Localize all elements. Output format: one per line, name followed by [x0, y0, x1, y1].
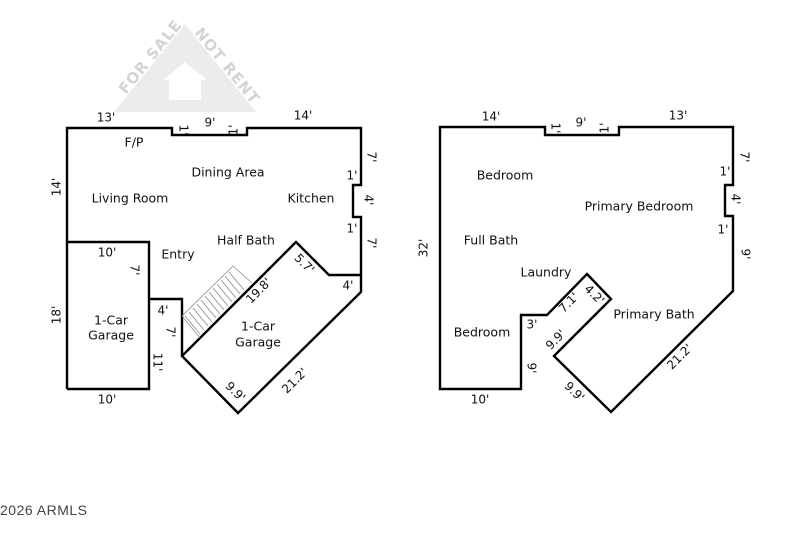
- dimension-label: 1': [718, 223, 729, 237]
- garage-2-label: 1-Car: [241, 319, 276, 334]
- dimension-label: 13': [97, 111, 116, 125]
- dimension-label: 14': [294, 109, 313, 123]
- dimension-label: 7': [128, 265, 142, 276]
- dimension-label: 10': [98, 393, 117, 407]
- kitchen-label: Kitchen: [288, 191, 335, 206]
- dimension-label: 9': [525, 363, 539, 374]
- dimension-label: 19.8': [243, 275, 274, 306]
- dimension-label: 7': [365, 238, 379, 249]
- dimension-label: 9.9': [543, 327, 569, 353]
- dimension-label: 1': [177, 125, 191, 136]
- dimension-label: 9.9': [561, 379, 587, 405]
- dimension-label: 1': [549, 123, 563, 134]
- dimension-label: 32': [417, 239, 431, 258]
- dining-area-label: Dining Area: [191, 165, 264, 180]
- dimension-label: 7.1': [556, 290, 582, 316]
- dimension-label: 9': [576, 116, 587, 130]
- dimension-label: 21.2': [664, 341, 695, 372]
- dimension-label: 7': [365, 152, 379, 163]
- first-floor-outer-wall: [65, 126, 363, 415]
- living-room-label: Living Room: [92, 191, 169, 206]
- watermark-house-icon: [163, 62, 207, 80]
- garage-1-label: 1-Car: [94, 313, 129, 328]
- dimension-label: 7': [164, 327, 178, 338]
- dimension-label: 10': [471, 393, 490, 407]
- dimension-label: 4': [362, 195, 376, 206]
- dimension-label: 4': [158, 304, 169, 318]
- garage-wall: [67, 240, 151, 391]
- dimension-label: 9': [205, 116, 216, 130]
- stairs: [181, 265, 253, 339]
- garage-1-label-2: Garage: [88, 328, 134, 343]
- garage-2-label-2: Garage: [235, 335, 281, 350]
- dimension-label: 1': [347, 222, 358, 236]
- full-bath-label: Full Bath: [464, 233, 518, 248]
- dimension-label: 1': [598, 123, 612, 134]
- dimension-label: 5.7': [291, 251, 317, 277]
- dimension-label: 13': [669, 109, 688, 123]
- dimension-label: 4': [729, 194, 743, 205]
- dimension-label: 1': [720, 165, 731, 179]
- entry-step-wall: [149, 297, 184, 356]
- bedroom-label: Bedroom: [477, 168, 534, 183]
- dimension-label: 1': [227, 125, 241, 136]
- dimension-label: 14': [50, 178, 64, 197]
- copyright-notice: 2026 ARMLS: [0, 502, 88, 518]
- dimension-label: 9': [739, 249, 753, 260]
- second-floor-outer-wall: [438, 125, 735, 414]
- dimension-label: 1': [347, 169, 358, 183]
- first-floor: F/P Dining Area Living Room Kitchen Half…: [50, 109, 379, 415]
- primary-bedroom-label: Primary Bedroom: [585, 199, 694, 214]
- dimension-label: 21.2': [279, 365, 310, 396]
- dimension-label: 10': [98, 246, 117, 260]
- dimension-label: 18': [50, 306, 64, 325]
- dimension-label: 11': [151, 353, 165, 372]
- laundry-label: Laundry: [521, 265, 573, 280]
- watermark: FOR SALE NOT RENT: [114, 16, 263, 112]
- dimension-label: 3': [527, 318, 538, 332]
- dimension-label: 4.2': [581, 282, 607, 308]
- half-bath-label: Half Bath: [217, 233, 275, 248]
- entry-label: Entry: [161, 247, 195, 262]
- dimension-label: 4': [343, 279, 354, 293]
- primary-bath-label: Primary Bath: [613, 307, 694, 322]
- dimension-label: 14': [482, 110, 501, 124]
- dimension-label: 7': [738, 152, 752, 163]
- bedroom-label: Bedroom: [454, 325, 511, 340]
- fireplace-label: F/P: [125, 135, 144, 150]
- second-floor: Bedroom Primary Bedroom Full Bath Laundr…: [417, 109, 753, 414]
